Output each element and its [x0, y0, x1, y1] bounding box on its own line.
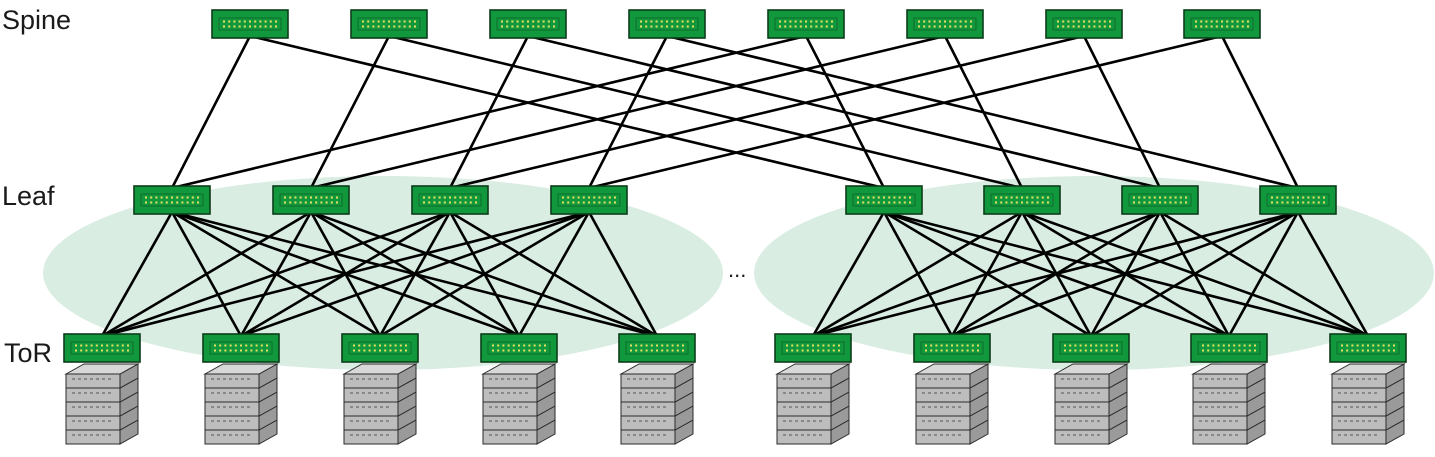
server-stack-icon: [64, 363, 140, 445]
tor-tier-label: ToR: [4, 338, 52, 368]
tor-switch-icon: [341, 333, 419, 363]
server-stack-icon: [775, 363, 851, 445]
leaf-tor-link: [100, 210, 452, 338]
spine-switch-icon: [211, 9, 289, 39]
server-stack-icon: [1053, 363, 1129, 445]
spine-leaf-link: [804, 34, 886, 190]
leaf-switch-icon: [983, 185, 1061, 215]
tor-switch-icon: [1329, 333, 1407, 363]
spine-switch-icon: [1045, 9, 1123, 39]
leaf-tier-label: Leaf: [2, 181, 55, 211]
leaf-tor-link: [100, 210, 591, 338]
server-stack-icon: [914, 363, 990, 445]
leaf-tor-link: [1089, 210, 1300, 338]
links-layer: [100, 34, 1370, 338]
leaf-switch-icon: [1121, 185, 1199, 215]
servers-layer: [64, 363, 1406, 445]
more-pods-ellipsis: ...: [728, 257, 746, 282]
leaf-tor-link: [1227, 210, 1300, 338]
spine-switch-icon: [1183, 9, 1261, 39]
spine-leaf-link: [248, 34, 886, 190]
spine-leaf-link: [387, 34, 1024, 190]
switches-layer: [63, 9, 1407, 363]
spine-switch-icon: [767, 9, 845, 39]
spine-leaf-link: [309, 34, 947, 190]
server-stack-icon: [1191, 363, 1267, 445]
leaf-switch-icon: [845, 185, 923, 215]
spine-tier-label: Spine: [2, 5, 71, 35]
spine-switch-icon: [628, 9, 706, 39]
server-stack-icon: [481, 363, 557, 445]
leaf-tor-link: [811, 210, 1300, 338]
leaf-switch-icon: [1259, 185, 1337, 215]
spine-leaf-link: [309, 34, 391, 190]
spine-leaf-link: [170, 34, 252, 190]
leaf-tor-link: [1296, 210, 1370, 338]
leaf-tor-link: [950, 210, 1300, 338]
spine-switch-icon: [906, 9, 984, 39]
spine-switch-icon: [489, 9, 567, 39]
tor-switch-icon: [1190, 333, 1268, 363]
tor-switch-icon: [202, 333, 280, 363]
tor-switch-icon: [774, 333, 852, 363]
leaf-tor-link: [378, 210, 591, 338]
leaf-tor-link: [100, 210, 313, 338]
tor-switch-icon: [618, 333, 696, 363]
server-stack-icon: [342, 363, 418, 445]
server-stack-icon: [203, 363, 279, 445]
spine-leaf-link: [943, 34, 1024, 190]
server-stack-icon: [1330, 363, 1406, 445]
spine-switch-icon: [350, 9, 428, 39]
leaf-tor-link: [587, 210, 659, 338]
tor-switch-icon: [913, 333, 991, 363]
spine-leaf-link: [1082, 34, 1162, 190]
leaf-tor-link: [100, 210, 174, 338]
leaf-tor-link: [239, 210, 591, 338]
leaf-switch-icon: [411, 185, 489, 215]
tor-switch-icon: [480, 333, 558, 363]
spine-leaf-link: [448, 34, 1086, 190]
leaf-switch-icon: [272, 185, 350, 215]
leaf-tor-link: [811, 210, 1024, 338]
leaf-switch-icon: [550, 185, 628, 215]
spine-leaf-link: [170, 34, 808, 190]
tor-switch-icon: [63, 333, 141, 363]
leaf-tor-link: [811, 210, 886, 338]
spine-leaf-link: [587, 34, 1224, 190]
spine-leaf-link: [1220, 34, 1300, 190]
leaf-tor-link: [517, 210, 591, 338]
tor-switch-icon: [1052, 333, 1130, 363]
server-stack-icon: [619, 363, 695, 445]
leaf-switch-icon: [133, 185, 211, 215]
leaf-tor-link: [811, 210, 1162, 338]
